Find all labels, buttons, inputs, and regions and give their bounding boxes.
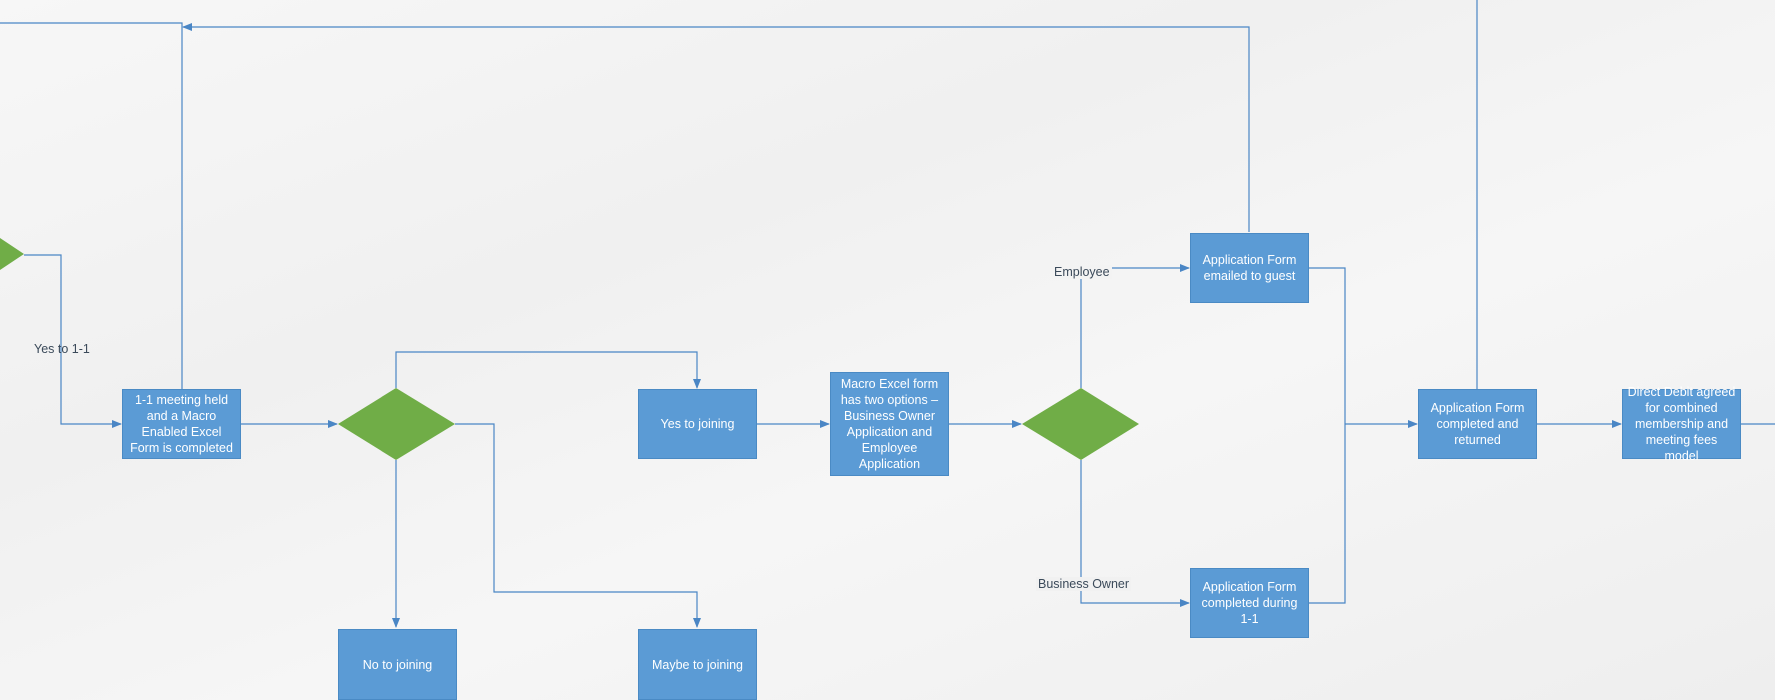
connector-top-left-loop	[0, 22, 183, 390]
connector-business-owner	[1080, 460, 1190, 607]
label-employee: Employee	[1052, 265, 1112, 279]
process-no-to-joining: No to joining	[338, 629, 457, 700]
process-yes-to-joining: Yes to joining	[638, 389, 757, 459]
process-direct-debit: Direct Debit agreed for combined members…	[1622, 385, 1741, 463]
connector-decision-to-maybe	[455, 423, 701, 628]
connector-emailed-to-merge	[1309, 267, 1346, 604]
process-maybe-to-joining: Maybe to joining	[638, 629, 757, 700]
process-application-emailed: Application Form emailed to guest	[1190, 233, 1309, 303]
label-business-owner: Business Owner	[1036, 577, 1132, 591]
connector-employee	[1080, 264, 1190, 388]
process-application-during: Application Form completed during 1-1	[1190, 568, 1309, 638]
process-meeting-held: 1-1 meeting held and a Macro Enabled Exc…	[122, 389, 241, 459]
process-macro-excel-form: Macro Excel form has two options – Busin…	[830, 372, 949, 476]
connector-yes-to-1-1	[24, 254, 122, 428]
connector-emailed-to-loop	[182, 23, 1250, 232]
connector-decision-to-yes	[395, 351, 701, 389]
process-application-returned: Application Form completed and returned	[1418, 389, 1537, 459]
decision-diamond-applicant-type	[1022, 388, 1139, 460]
decision-diamond-joining	[338, 388, 455, 460]
decision-diamond-left	[0, 238, 24, 270]
label-yes-to-1-1: Yes to 1-1	[34, 342, 90, 356]
